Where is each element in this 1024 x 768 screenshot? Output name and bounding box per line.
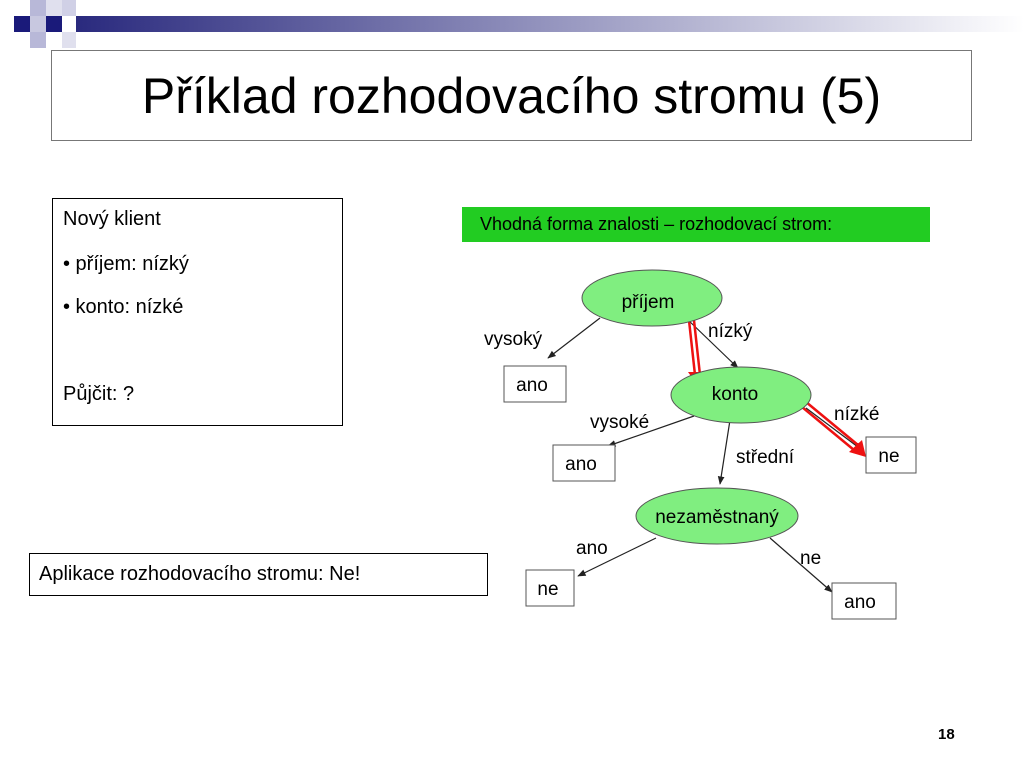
edge-label-account-high: vysoké: [590, 412, 649, 433]
leaf-unemployed-yes-label: ne: [537, 579, 558, 600]
client-loan-question: Půjčit: ?: [63, 383, 135, 405]
page-number: 18: [938, 726, 955, 743]
edge-account-low: [805, 407, 863, 451]
node-account: konto: [670, 366, 812, 424]
decorative-header-band: [14, 0, 1024, 48]
edge-account-high: [607, 415, 695, 447]
leaf-high-account-label: ano: [565, 454, 597, 475]
edge-account-mid: [717, 419, 731, 485]
leaf-high-income: ano: [503, 365, 567, 403]
slide-title-box: Příklad rozhodovacího stromu (5): [51, 50, 972, 141]
result-box: Aplikace rozhodovacího stromu: Ne!: [29, 553, 488, 596]
leaf-unemployed-no: ano: [831, 582, 897, 620]
client-income: • příjem: nízký: [63, 253, 189, 275]
edge-label-account-low: nízké: [834, 404, 879, 425]
leaf-high-income-label: ano: [516, 375, 548, 396]
edge-income-high: [547, 317, 601, 359]
node-account-label: konto: [712, 384, 758, 405]
edge-label-unemployed-no: ne: [800, 548, 821, 569]
slide-title: Příklad rozhodovacího stromu (5): [141, 67, 882, 124]
leaf-unemployed-yes: ne: [525, 569, 575, 607]
leaf-low-account: ne: [865, 436, 917, 474]
leaf-low-account-label: ne: [878, 446, 899, 467]
leaf-unemployed-no-label: ano: [844, 592, 876, 613]
client-heading: Nový klient: [63, 208, 161, 230]
new-client-box: Nový klient • příjem: nízký • konto: níz…: [52, 198, 343, 426]
node-unemployed-label: nezaměstnaný: [655, 507, 779, 528]
path-arrow-account: [795, 396, 866, 457]
result-text: Aplikace rozhodovacího stromu: Ne!: [39, 563, 361, 585]
client-account: • konto: nízké: [63, 296, 184, 318]
node-income: příjem: [581, 269, 723, 327]
leaf-high-account: ano: [552, 444, 616, 482]
edge-label-income-high: vysoký: [484, 329, 543, 350]
node-income-label: příjem: [622, 292, 675, 313]
edge-label-unemployed-yes: ano: [576, 538, 608, 559]
tree-header-bar: Vhodná forma znalosti – rozhodovací stro…: [462, 207, 930, 242]
edge-unemployed-no: [769, 537, 833, 593]
tree-header-text: Vhodná forma znalosti – rozhodovací stro…: [480, 214, 833, 234]
edge-unemployed-yes: [577, 537, 657, 577]
edge-label-account-mid: střední: [736, 447, 795, 468]
node-unemployed: nezaměstnaný: [635, 487, 799, 545]
edge-label-income-low: nízký: [708, 321, 753, 342]
